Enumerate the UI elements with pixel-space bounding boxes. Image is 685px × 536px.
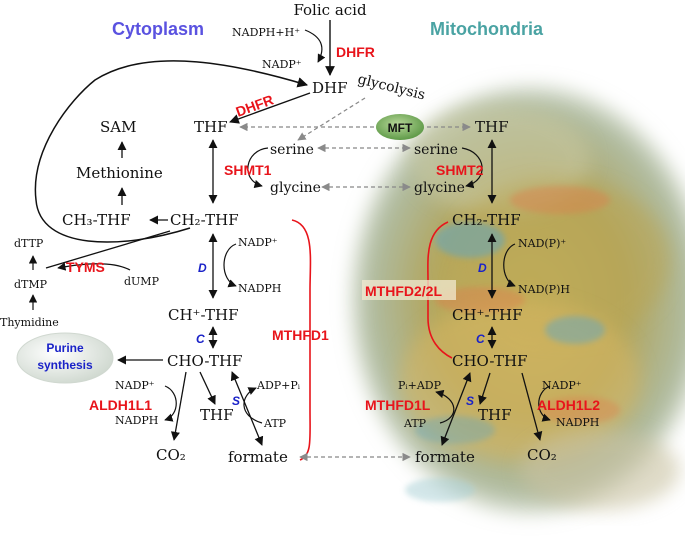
glycolysis-to-serine-dashed	[297, 97, 366, 141]
cytoplasm-title: Cytoplasm	[112, 19, 204, 39]
dhfr-enzyme-top: DHFR	[336, 44, 375, 60]
c-step-cyto: C	[196, 332, 205, 346]
thf-lower-mito-label: THF	[478, 406, 512, 424]
thf-lower-cyto-label: THF	[200, 406, 234, 424]
glycine-cyto-label: glycine	[270, 180, 321, 196]
nadph-d-cyto-label: NADPH	[238, 282, 281, 295]
dhfr-top-cofactor-arc	[304, 29, 326, 63]
mft-transporter	[376, 114, 424, 140]
mft-label: MFT	[388, 121, 413, 135]
purine-synthesis-bubble	[16, 332, 114, 384]
sam-label: SAM	[100, 118, 136, 136]
aldh1l1-cofactor-arc	[164, 385, 177, 422]
aldh1l1-enzyme: ALDH1L1	[89, 397, 152, 413]
shmt1-enzyme: SHMT1	[224, 162, 272, 178]
d-step-cyto: D	[198, 261, 207, 275]
shmt1-serine-glycine-arc	[247, 147, 269, 189]
nadp-top-label: NADP⁺	[262, 58, 302, 71]
chothf-to-co2-cyto-arrow	[170, 371, 187, 441]
dhfr-enzyme-diagonal: DHFR	[234, 91, 276, 119]
ch2-thf-cyto-label: CH₂-THF	[170, 211, 239, 229]
nadp-aldh1l2-label: NADP⁺	[542, 379, 582, 392]
pi-adp-label: Pᵢ+ADP	[398, 379, 442, 392]
dttp-label: dTTP	[14, 237, 44, 250]
serine-cyto-label: serine	[270, 142, 314, 158]
co2-cyto-label: CO₂	[156, 446, 186, 464]
dtmp-label: dTMP	[14, 278, 48, 291]
s-step-mito: S	[466, 394, 474, 408]
c-step-mito: C	[476, 332, 485, 346]
mthfd1l-enzyme: MTHFD1L	[365, 397, 431, 413]
aldh1l2-enzyme: ALDH1L2	[537, 397, 600, 413]
purine-line1: Purine	[46, 341, 84, 355]
s-step-cyto: S	[232, 394, 240, 408]
chothf-to-co2-mito-arrow	[521, 372, 543, 441]
chothf-to-thf-mito-arrow	[478, 372, 491, 405]
atp-adp-cyto-arc	[243, 387, 263, 424]
dhf-label: DHF	[312, 79, 348, 97]
ch-thf-mito-label: CH⁺-THF	[452, 306, 523, 324]
dhf-to-thf-arrow	[229, 92, 311, 124]
ch-thf-cyto-label: CH⁺-THF	[168, 306, 239, 324]
folic-acid-label: Folic acid	[293, 1, 367, 19]
chothf-formate-cyto-bidir	[230, 371, 264, 446]
ch2-thf-mito-label: CH₂-THF	[452, 211, 521, 229]
thf-mito-label: THF	[475, 118, 509, 136]
nadp-nadph-cyto-arc	[223, 243, 237, 288]
formate-cyto-label: formate	[228, 448, 288, 466]
cho-thf-cyto-label: CHO-THF	[167, 352, 242, 370]
mthfd1-enzyme: MTHFD1	[272, 327, 329, 343]
ch2thf-to-dtmp-curve	[45, 230, 171, 269]
thf-cyto-label: THF	[194, 118, 228, 136]
shmt2-enzyme: SHMT2	[436, 162, 484, 178]
purine-line2: synthesis	[37, 358, 93, 372]
chothf-to-thf-cyto-arrow	[199, 371, 216, 405]
aldh1l2-cofactor-arc	[538, 385, 551, 422]
mthfd1-bracket	[291, 219, 312, 461]
mthfd2-enzyme: MTHFD2/2L	[365, 283, 442, 299]
nadph-mito-label: NAD(P)H	[518, 283, 570, 296]
glycine-mito-label: glycine	[414, 180, 465, 196]
thymidine-label: Thymidine	[0, 316, 59, 329]
formate-chothf-mito-bidir	[440, 372, 472, 446]
cho-thf-mito-label: CHO-THF	[452, 352, 527, 370]
atp-mito-label: ATP	[403, 417, 427, 430]
atp-cyto-label: ATP	[263, 417, 287, 430]
nadp-aldh1l1-label: NADP⁺	[115, 379, 155, 392]
shmt2-serine-glycine-arc	[461, 147, 483, 189]
mitochondria-title: Mitochondria	[430, 19, 544, 39]
nadp-nadph-mito-arc	[503, 243, 516, 288]
nadp-plus-mito-label: NAD(P)⁺	[518, 237, 566, 250]
glycolysis-label: glycolysis	[356, 71, 427, 103]
d-step-mito: D	[478, 261, 487, 275]
adp-pi-cyto-label: ADP+Pᵢ	[256, 379, 301, 392]
ch3-thf-label: CH₃-THF	[62, 211, 131, 229]
nadph-aldh1l1-label: NADPH	[115, 414, 158, 427]
dump-label: dUMP	[124, 275, 160, 288]
formate-mito-label: formate	[415, 448, 475, 466]
adp-atp-mito-arc	[435, 389, 455, 424]
methionine-label: Methionine	[76, 164, 163, 182]
nadph-h-label: NADPH+H⁺	[232, 26, 300, 39]
co2-mito-label: CO₂	[527, 446, 557, 464]
nadp-d-cyto-label: NADP⁺	[238, 236, 278, 249]
dump-to-dtmp-arc	[57, 262, 131, 271]
serine-mito-label: serine	[414, 142, 458, 158]
mthfd2-label-bg	[362, 280, 456, 300]
tyms-enzyme: TYMS	[66, 259, 105, 275]
nadph-aldh1l2-label: NADPH	[556, 416, 599, 429]
ch2thf-to-dhf-loop	[34, 60, 309, 243]
